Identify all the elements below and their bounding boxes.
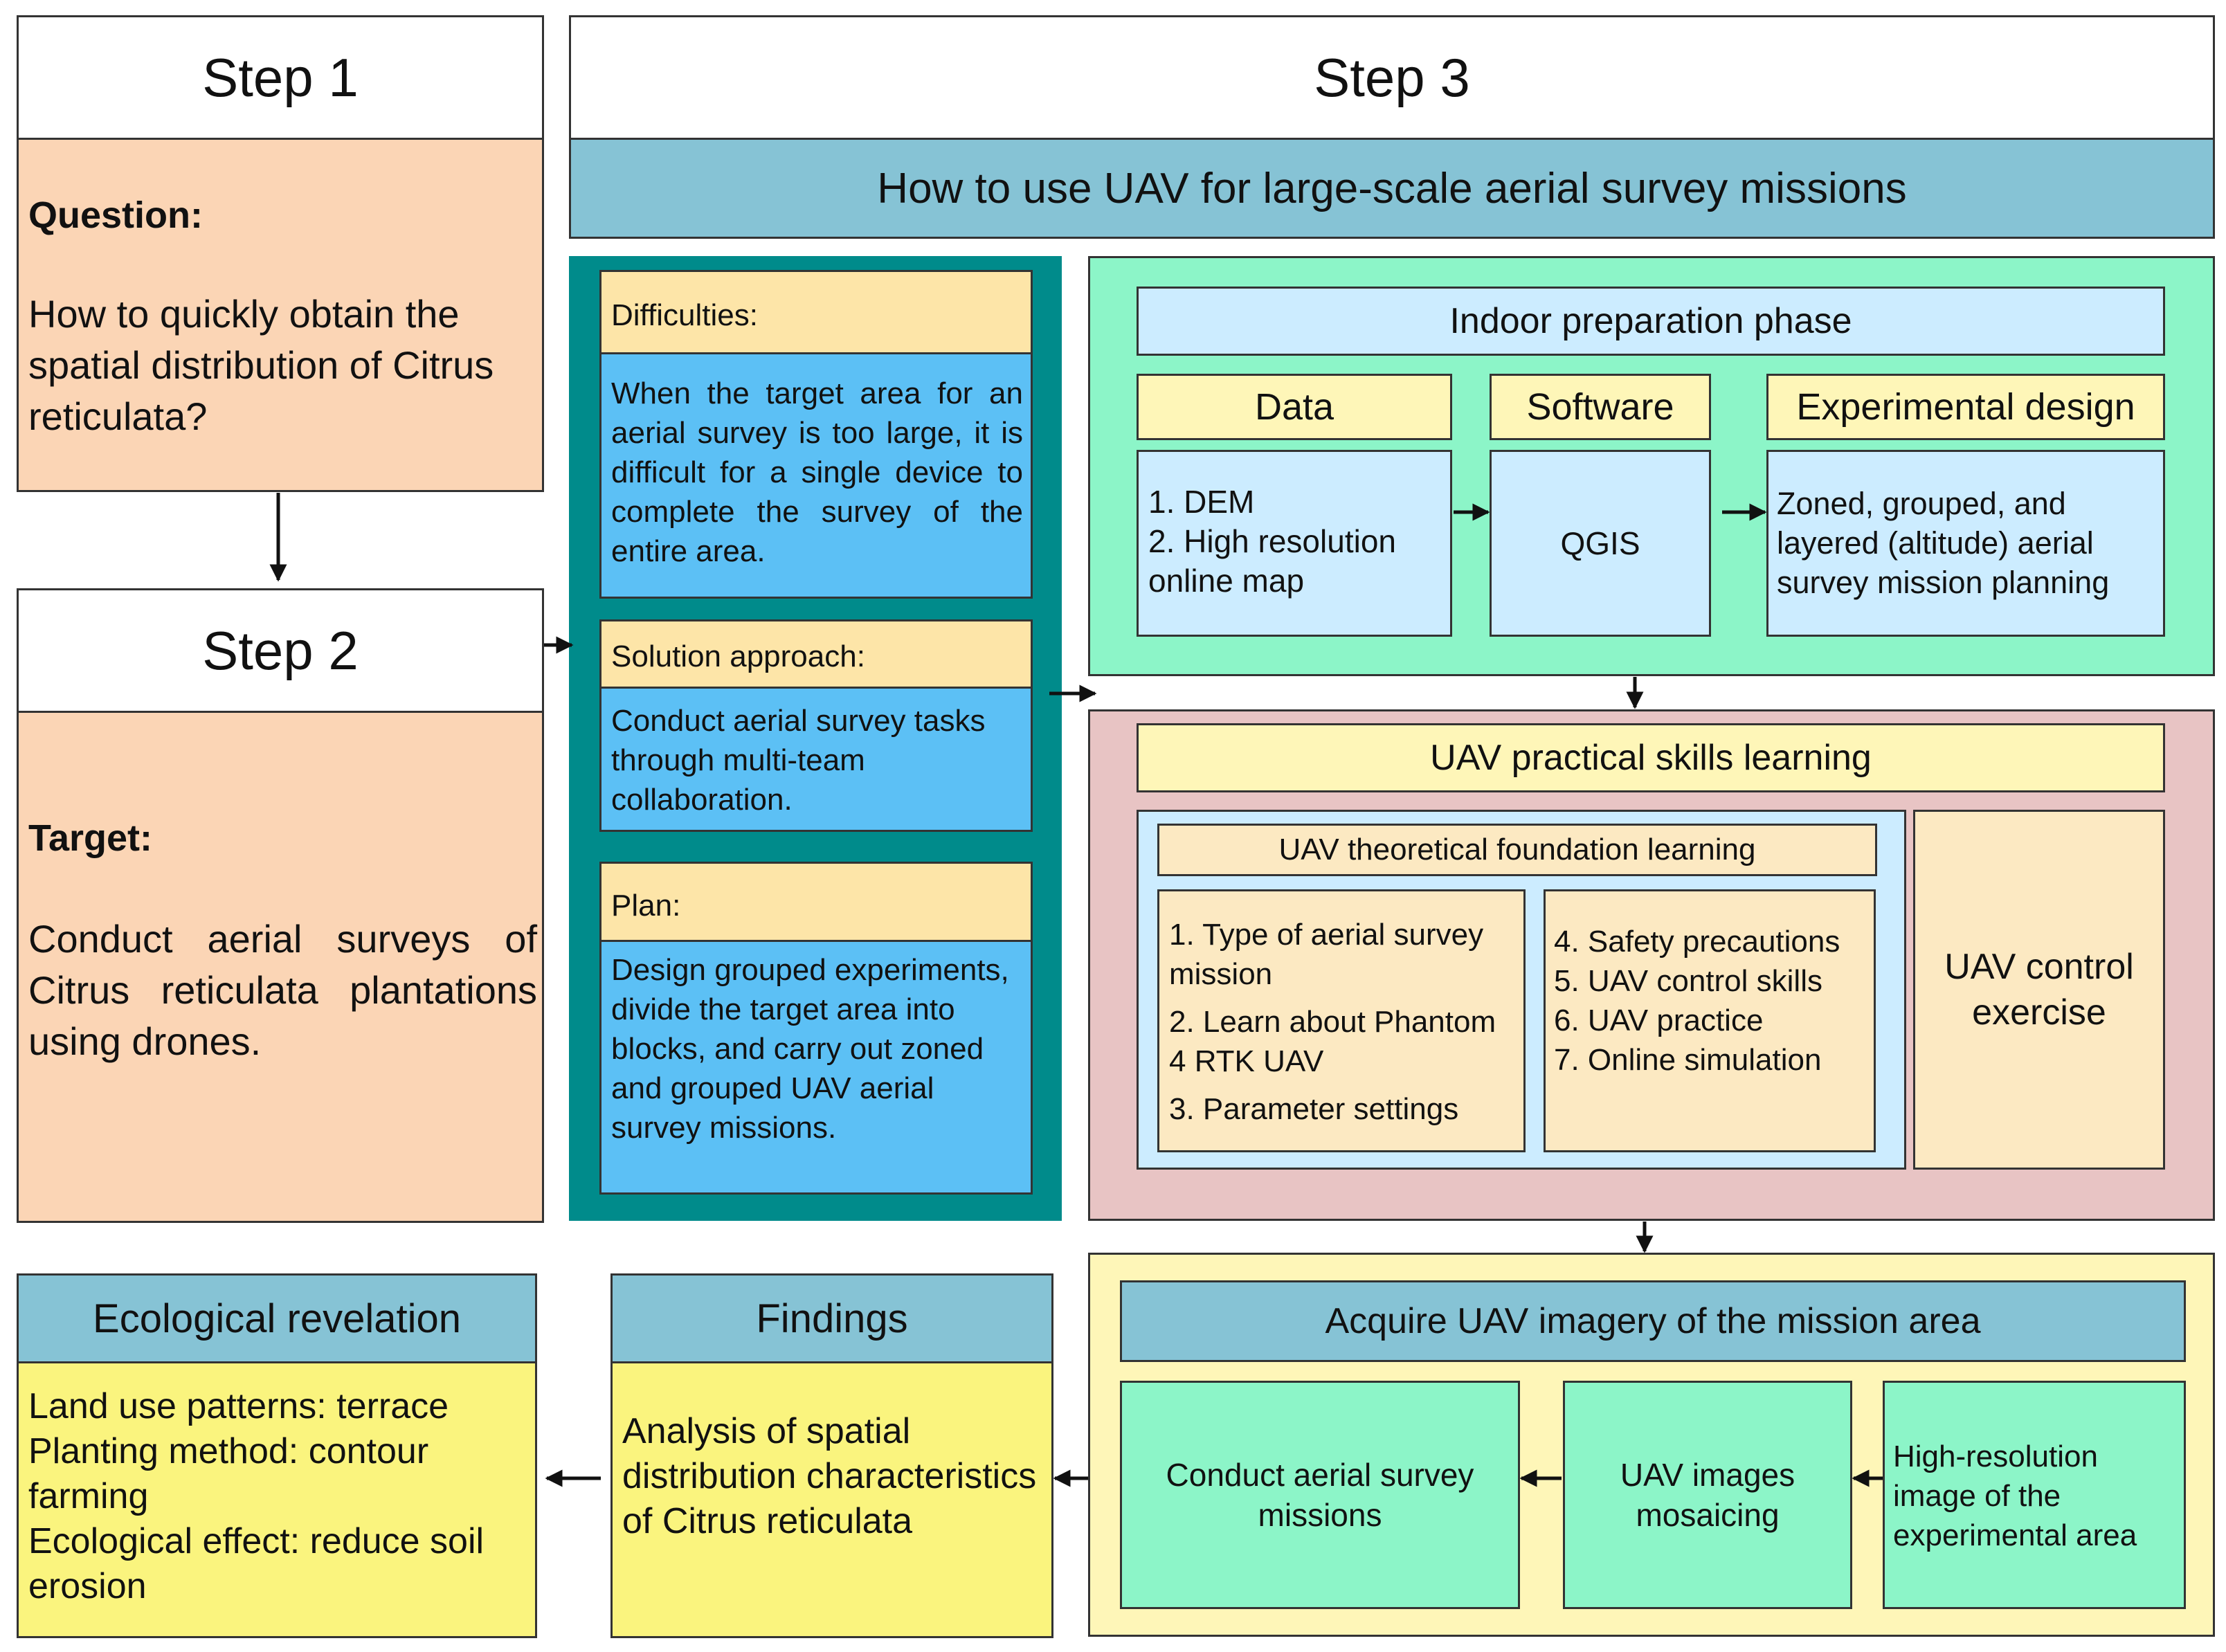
- step3-heading-box: Step 3: [569, 15, 2215, 140]
- findings-title: Findings: [756, 1296, 908, 1341]
- skills-title-box: UAV practical skills learning: [1137, 723, 2165, 792]
- theory-left-item: 1. Type of aerial survey mission: [1169, 918, 1484, 991]
- software-item: QGIS: [1560, 525, 1640, 561]
- theory-left-item: 2. Learn about Phantom 4 RTK UAV: [1169, 1005, 1496, 1078]
- data-items: 1. DEM 2. High resolution online map: [1148, 484, 1396, 599]
- plan-label-box: Plan:: [599, 862, 1033, 942]
- conduct-box: Conduct aerial survey missions: [1120, 1381, 1520, 1609]
- step3-banner: How to use UAV for large-scale aerial su…: [877, 164, 1907, 212]
- plan-text-box: Design grouped experiments, divide the t…: [599, 940, 1033, 1195]
- target-text: Conduct aerial surveys of Citrus reticul…: [28, 917, 537, 1063]
- theory-title-box: UAV theoretical foundation learning: [1157, 824, 1877, 876]
- software-label: Software: [1526, 386, 1674, 428]
- ecological-text: Land use patterns: terrace Planting meth…: [28, 1386, 485, 1606]
- theory-right-box: 4. Safety precautions 5. UAV control ski…: [1544, 889, 1876, 1152]
- plan-text: Design grouped experiments, divide the t…: [611, 953, 1009, 1145]
- theory-right-item: 6. UAV practice: [1554, 1004, 1764, 1037]
- question-label: Question:: [28, 194, 203, 236]
- step2-heading: Step 2: [202, 619, 359, 681]
- solution-text: Conduct aerial survey tasks through mult…: [611, 704, 986, 817]
- skills-title: UAV practical skills learning: [1430, 738, 1872, 778]
- target-label: Target:: [28, 817, 153, 859]
- ecological-title-box: Ecological revelation: [17, 1273, 537, 1363]
- exercise-box: UAV control exercise: [1913, 810, 2165, 1170]
- acquire-title-box: Acquire UAV imagery of the mission area: [1120, 1280, 2186, 1362]
- design-label: Experimental design: [1796, 386, 2135, 428]
- solution-label: Solution approach:: [611, 639, 865, 673]
- question-text: How to quickly obtain the spatial distri…: [28, 292, 494, 438]
- theory-left-box: 1. Type of aerial survey mission 2. Lear…: [1157, 889, 1526, 1152]
- design-item-box: Zoned, grouped, and layered (altitude) a…: [1766, 450, 2165, 637]
- software-label-box: Software: [1490, 374, 1711, 440]
- plan-label: Plan:: [611, 889, 681, 923]
- difficulties-text: When the target area for an aerial surve…: [611, 376, 1023, 568]
- difficulties-label: Difficulties:: [611, 298, 758, 332]
- software-item-box: QGIS: [1490, 450, 1711, 637]
- step3-banner-box: How to use UAV for large-scale aerial su…: [569, 138, 2215, 239]
- data-label: Data: [1254, 386, 1334, 428]
- mosaic-box: UAV images mosaicing: [1563, 1381, 1852, 1609]
- ecological-text-box: Land use patterns: terrace Planting meth…: [17, 1361, 537, 1638]
- findings-text-box: Analysis of spatial distribution charact…: [610, 1361, 1053, 1638]
- conduct-text: Conduct aerial survey missions: [1166, 1457, 1474, 1533]
- acquire-title: Acquire UAV imagery of the mission area: [1325, 1301, 1981, 1341]
- highres-text: High-resolution image of the experimenta…: [1893, 1440, 2137, 1552]
- difficulties-text-box: When the target area for an aerial surve…: [599, 352, 1033, 599]
- step1-heading-box: Step 1: [17, 15, 544, 140]
- mosaic-text: UAV images mosaicing: [1620, 1457, 1795, 1533]
- step2-heading-box: Step 2: [17, 588, 544, 713]
- step1-question-box: Question: How to quickly obtain the spat…: [17, 138, 544, 492]
- highres-box: High-resolution image of the experimenta…: [1883, 1381, 2186, 1609]
- step1-heading: Step 1: [202, 46, 359, 108]
- design-label-box: Experimental design: [1766, 374, 2165, 440]
- theory-title: UAV theoretical foundation learning: [1278, 833, 1756, 866]
- step3-heading: Step 3: [1314, 46, 1470, 108]
- data-label-box: Data: [1137, 374, 1452, 440]
- solution-label-box: Solution approach:: [599, 619, 1033, 689]
- exercise-text: UAV control exercise: [1944, 947, 2134, 1033]
- theory-right-item: 4. Safety precautions: [1554, 925, 1840, 959]
- ecological-title: Ecological revelation: [93, 1296, 461, 1341]
- findings-text: Analysis of spatial distribution charact…: [622, 1411, 1037, 1541]
- indoor-title-box: Indoor preparation phase: [1137, 287, 2165, 356]
- theory-left-item: 3. Parameter settings: [1169, 1092, 1459, 1126]
- design-item: Zoned, grouped, and layered (altitude) a…: [1777, 486, 2110, 600]
- theory-right-item: 7. Online simulation: [1554, 1043, 1822, 1077]
- step2-target-box: Target: Conduct aerial surveys of Citrus…: [17, 711, 544, 1223]
- solution-text-box: Conduct aerial survey tasks through mult…: [599, 687, 1033, 832]
- theory-right-item: 5. UAV control skills: [1554, 964, 1822, 998]
- data-items-box: 1. DEM 2. High resolution online map: [1137, 450, 1452, 637]
- indoor-title: Indoor preparation phase: [1449, 301, 1852, 341]
